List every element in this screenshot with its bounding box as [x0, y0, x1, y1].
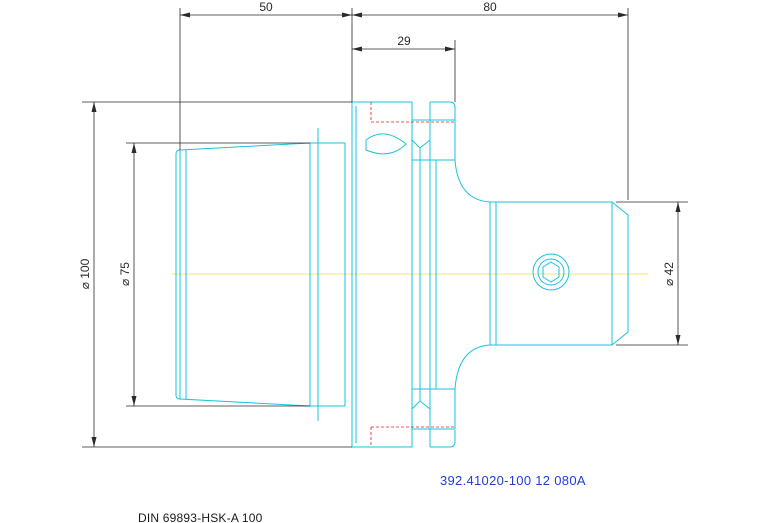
dimension-lines — [82, 8, 688, 448]
dim-top-right: 80 — [483, 0, 497, 14]
part-number: 392.41020-100 12 080A — [440, 473, 586, 488]
dim-left-outer: ⌀ 100 — [78, 258, 92, 289]
dim-top-middle: 29 — [397, 34, 411, 48]
dim-left-inner: ⌀ 75 — [118, 262, 132, 286]
hidden-lines — [370, 102, 455, 447]
part-outline — [175, 101, 629, 448]
standard-label: DIN 69893-HSK-A 100 — [138, 511, 263, 523]
dim-right-shank: ⌀ 42 — [662, 262, 676, 286]
dim-top-left: 50 — [259, 0, 273, 14]
